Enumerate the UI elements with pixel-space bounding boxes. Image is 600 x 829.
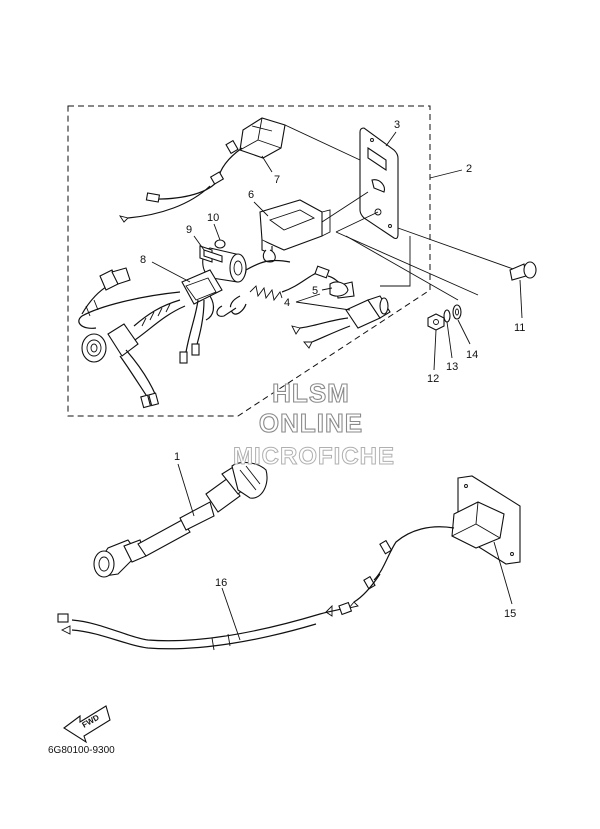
callout-13: 13	[446, 361, 458, 373]
part-7-connector	[118, 117, 286, 223]
callout-9: 9	[186, 224, 192, 236]
assembly-boundary	[67, 105, 431, 417]
callout-16: 16	[215, 577, 227, 589]
callout-5: 5	[312, 285, 318, 297]
watermark-line-2: ONLINE	[259, 408, 363, 438]
callout-7: 7	[274, 174, 280, 186]
callout-3: 3	[394, 119, 400, 131]
part-9-screw	[199, 245, 223, 263]
part-10-washer	[214, 239, 226, 249]
part-5-clip	[329, 281, 349, 297]
part-4-switch	[291, 295, 391, 349]
watermark-line-3: MICROFICHE	[233, 443, 395, 470]
callout-12: 12	[427, 373, 439, 385]
callout-4: 4	[284, 297, 290, 309]
diagram-code: 6G80100-9300	[48, 745, 115, 756]
part-14-washer	[452, 304, 462, 320]
callout-11: 11	[514, 322, 525, 334]
part-8-wire-harness	[78, 247, 247, 409]
callout-15: 15	[504, 608, 516, 620]
part-6-switch-bracket	[259, 199, 331, 263]
part-16-cable	[57, 601, 353, 651]
watermark-line-1: HLSM	[272, 378, 350, 408]
part-11-screw	[509, 261, 537, 281]
callout-6: 6	[248, 189, 254, 201]
callout-14: 14	[466, 349, 478, 361]
part-12-nut	[427, 313, 445, 331]
fwd-arrow: FWD	[63, 705, 111, 744]
part-15-switch-panel	[347, 475, 521, 609]
part-3-bracket-plate	[359, 127, 399, 240]
callout-10: 10	[207, 212, 219, 224]
callout-2: 2	[466, 163, 472, 175]
callout-8: 8	[140, 254, 146, 266]
part-13-lock-washer	[443, 309, 451, 323]
part-1-main-harness	[93, 461, 268, 578]
callout-1: 1	[174, 451, 180, 463]
